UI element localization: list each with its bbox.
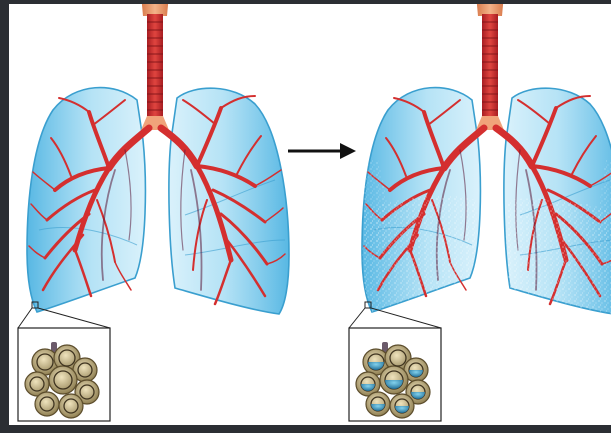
edema-lungs xyxy=(362,0,611,314)
edema-alveoli-callout xyxy=(349,302,441,421)
healthy-alveoli-callout xyxy=(18,302,110,421)
healthy-lungs xyxy=(27,0,289,314)
right-arrow-icon xyxy=(288,143,356,159)
